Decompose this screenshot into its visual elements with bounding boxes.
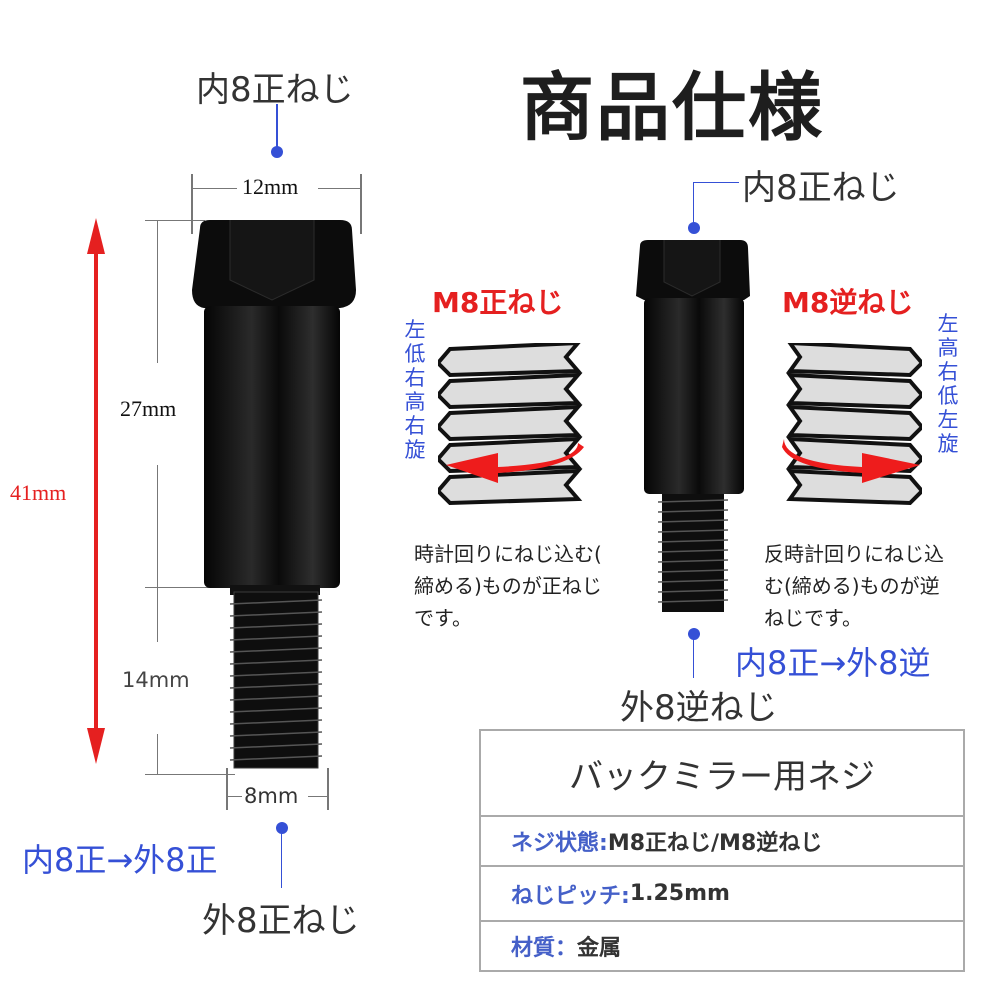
total-length-dim: 41mm	[10, 480, 67, 505]
dim-ext-line	[191, 174, 193, 234]
right-hand-vertical-note: 左 低 右 高 右 旋	[403, 318, 427, 462]
desc-line: です。	[414, 606, 472, 630]
spec-value: 金属	[577, 936, 622, 961]
dim-line	[157, 220, 158, 363]
dim-ext-line	[360, 174, 362, 234]
m8-right-hand-title: M8正ねじ	[432, 286, 564, 319]
left-top-leader-line	[276, 104, 278, 150]
desc-line: 反時計回りにねじ込	[764, 542, 944, 566]
right-top-leader-line	[693, 182, 739, 183]
spec-table: バックミラー用ネジ ネジ状態: M8正ねじ/M8逆ねじ ねじピッチ: 1.25m…	[479, 729, 965, 972]
spec-value: 1.25mm	[629, 881, 730, 906]
body-length-dim: 27mm	[120, 396, 177, 421]
left-hand-description: 反時計回りにねじ込 む(締める)ものが逆 ねじです。	[764, 538, 944, 634]
note-char: 右	[404, 414, 426, 438]
spec-table-title: バックミラー用ネジ	[569, 756, 875, 797]
dim-ext-line	[145, 587, 235, 588]
right-conversion-label: 内8正→外8逆	[735, 644, 931, 682]
spec-row-pitch: ねじピッチ: 1.25mm	[481, 865, 963, 920]
right-hand-description: 時計回りにねじ込む( 締める)ものが正ねじ です。	[414, 538, 602, 634]
dim-line	[318, 188, 360, 189]
desc-line: 締める)ものが正ねじ	[414, 574, 602, 598]
thread-diameter-dim: 8mm	[244, 784, 299, 808]
m8-left-hand-title: M8逆ねじ	[782, 286, 914, 319]
dim-line	[308, 796, 327, 797]
left-top-label: 内8正ねじ	[196, 70, 354, 110]
dim-line	[157, 465, 158, 587]
note-char: 旋	[937, 432, 959, 456]
head-width-dim: 12mm	[242, 174, 299, 199]
dim-line	[228, 796, 242, 797]
note-char: 高	[404, 390, 426, 414]
dim-ext-line	[145, 220, 205, 221]
note-char: 低	[404, 342, 426, 366]
left-bottom-leader-dot	[276, 822, 288, 834]
right-bottom-label: 外8逆ねじ	[620, 688, 778, 728]
right-bolt-image	[632, 240, 756, 620]
spec-key: ネジ状態:	[511, 831, 608, 856]
desc-line: 時計回りにねじ込む(	[414, 542, 602, 566]
dim-ext-line	[327, 768, 329, 810]
dim-line	[193, 188, 237, 189]
dim-ext-line	[145, 774, 235, 775]
spec-value: M8正ねじ/M8逆ねじ	[607, 831, 823, 856]
spec-table-header: バックミラー用ネジ	[481, 731, 963, 815]
note-char: 右	[404, 366, 426, 390]
left-bottom-leader-line	[281, 828, 282, 888]
spec-row-material: 材質： 金属	[481, 920, 963, 970]
right-top-label: 内8正ねじ	[742, 168, 900, 208]
left-conversion-label: 内8正→外8正	[22, 841, 218, 879]
right-top-leader-dot	[688, 222, 700, 234]
dim-ext-line	[226, 768, 228, 810]
total-length-line	[94, 250, 98, 730]
left-hand-thread-image	[782, 340, 925, 517]
right-top-leader-line	[693, 182, 694, 224]
spec-key: 材質：	[511, 936, 578, 961]
spec-row-thread-type: ネジ状態: M8正ねじ/M8逆ねじ	[481, 815, 963, 865]
note-char: 左	[937, 408, 959, 432]
note-char: 右	[937, 360, 959, 384]
arrow-up-icon	[87, 218, 105, 254]
right-hand-thread-image	[435, 340, 588, 517]
note-char: 低	[937, 384, 959, 408]
left-top-leader-dot	[271, 146, 283, 158]
desc-line: む(締める)ものが逆	[764, 574, 940, 598]
right-bottom-leader-dot	[688, 628, 700, 640]
note-char: 左	[937, 312, 959, 336]
note-char: 左	[404, 318, 426, 342]
desc-line: ねじです。	[764, 606, 862, 630]
note-char: 高	[937, 336, 959, 360]
thread-length-dim: 14mm	[122, 668, 190, 692]
spec-key: ねじピッチ:	[511, 883, 630, 909]
arrow-down-icon	[87, 728, 105, 764]
dim-line	[157, 587, 158, 642]
note-char: 旋	[404, 438, 426, 462]
page-title: 商品仕様	[520, 65, 824, 151]
left-bottom-label: 外8正ねじ	[202, 901, 360, 941]
right-bottom-leader-line	[693, 634, 694, 678]
left-hand-vertical-note: 左 高 右 低 左 旋	[936, 312, 960, 456]
left-bolt-image	[190, 220, 362, 780]
dim-line	[157, 734, 158, 774]
